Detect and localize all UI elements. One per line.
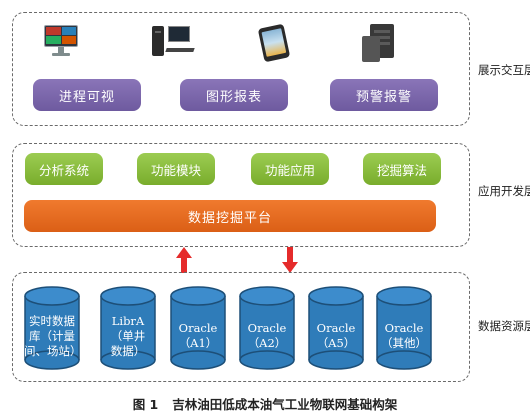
monitor-video-wall-icon xyxy=(44,25,78,57)
database-label: Oracle （A2） xyxy=(247,321,287,350)
database-cylinder-libra: LibrA （单井 数据） xyxy=(100,286,156,370)
alert-alarm-button[interactable]: 预警报警 xyxy=(330,79,438,111)
database-label: Oracle （A5） xyxy=(316,321,356,350)
database-cylinder-oracle-other: Oracle （其他） xyxy=(376,286,432,370)
application-layer-label: 应用开发层 xyxy=(478,184,530,198)
database-label: LibrA （单井 数据） xyxy=(110,313,146,358)
presentation-layer-box xyxy=(12,12,470,126)
graph-report-button[interactable]: 图形报表 xyxy=(180,79,288,111)
up-arrow-icon xyxy=(176,247,192,273)
figure-number: 图 1 xyxy=(132,397,159,412)
data-mining-platform[interactable]: 数据挖掘平台 xyxy=(24,200,436,232)
figure-caption: 图 1 吉林油田低成本油气工业物联网基础构架 xyxy=(0,394,530,413)
tablet-icon xyxy=(257,23,291,63)
database-cylinder-realtime: 实时数据 库（计量 间、场站） xyxy=(24,286,82,370)
function-application-module[interactable]: 功能应用 xyxy=(251,153,329,185)
database-cylinder-oracle-a2: Oracle （A2） xyxy=(239,286,295,370)
application-layer-box xyxy=(12,143,470,247)
desktop-computer-icon xyxy=(152,22,195,62)
data-resource-layer-box xyxy=(12,272,470,382)
figure-title: 吉林油田低成本油气工业物联网基础构架 xyxy=(172,397,398,412)
database-label: Oracle （其他） xyxy=(381,321,427,350)
down-arrow-icon xyxy=(282,247,298,273)
function-module[interactable]: 功能模块 xyxy=(137,153,215,185)
database-label: Oracle （A1） xyxy=(178,321,218,350)
presentation-layer-label: 展示交互层 xyxy=(478,63,530,77)
database-cylinder-oracle-a1: Oracle （A1） xyxy=(170,286,226,370)
server-icon xyxy=(362,20,402,64)
mining-algorithm-module[interactable]: 挖掘算法 xyxy=(363,153,441,185)
process-visual-button[interactable]: 进程可视 xyxy=(33,79,141,111)
analysis-system-module[interactable]: 分析系统 xyxy=(25,153,103,185)
database-cylinder-oracle-a5: Oracle （A5） xyxy=(308,286,364,370)
database-label: 实时数据 库（计量 间、场站） xyxy=(24,313,82,358)
data-resource-layer-label: 数据资源层 xyxy=(478,319,530,333)
